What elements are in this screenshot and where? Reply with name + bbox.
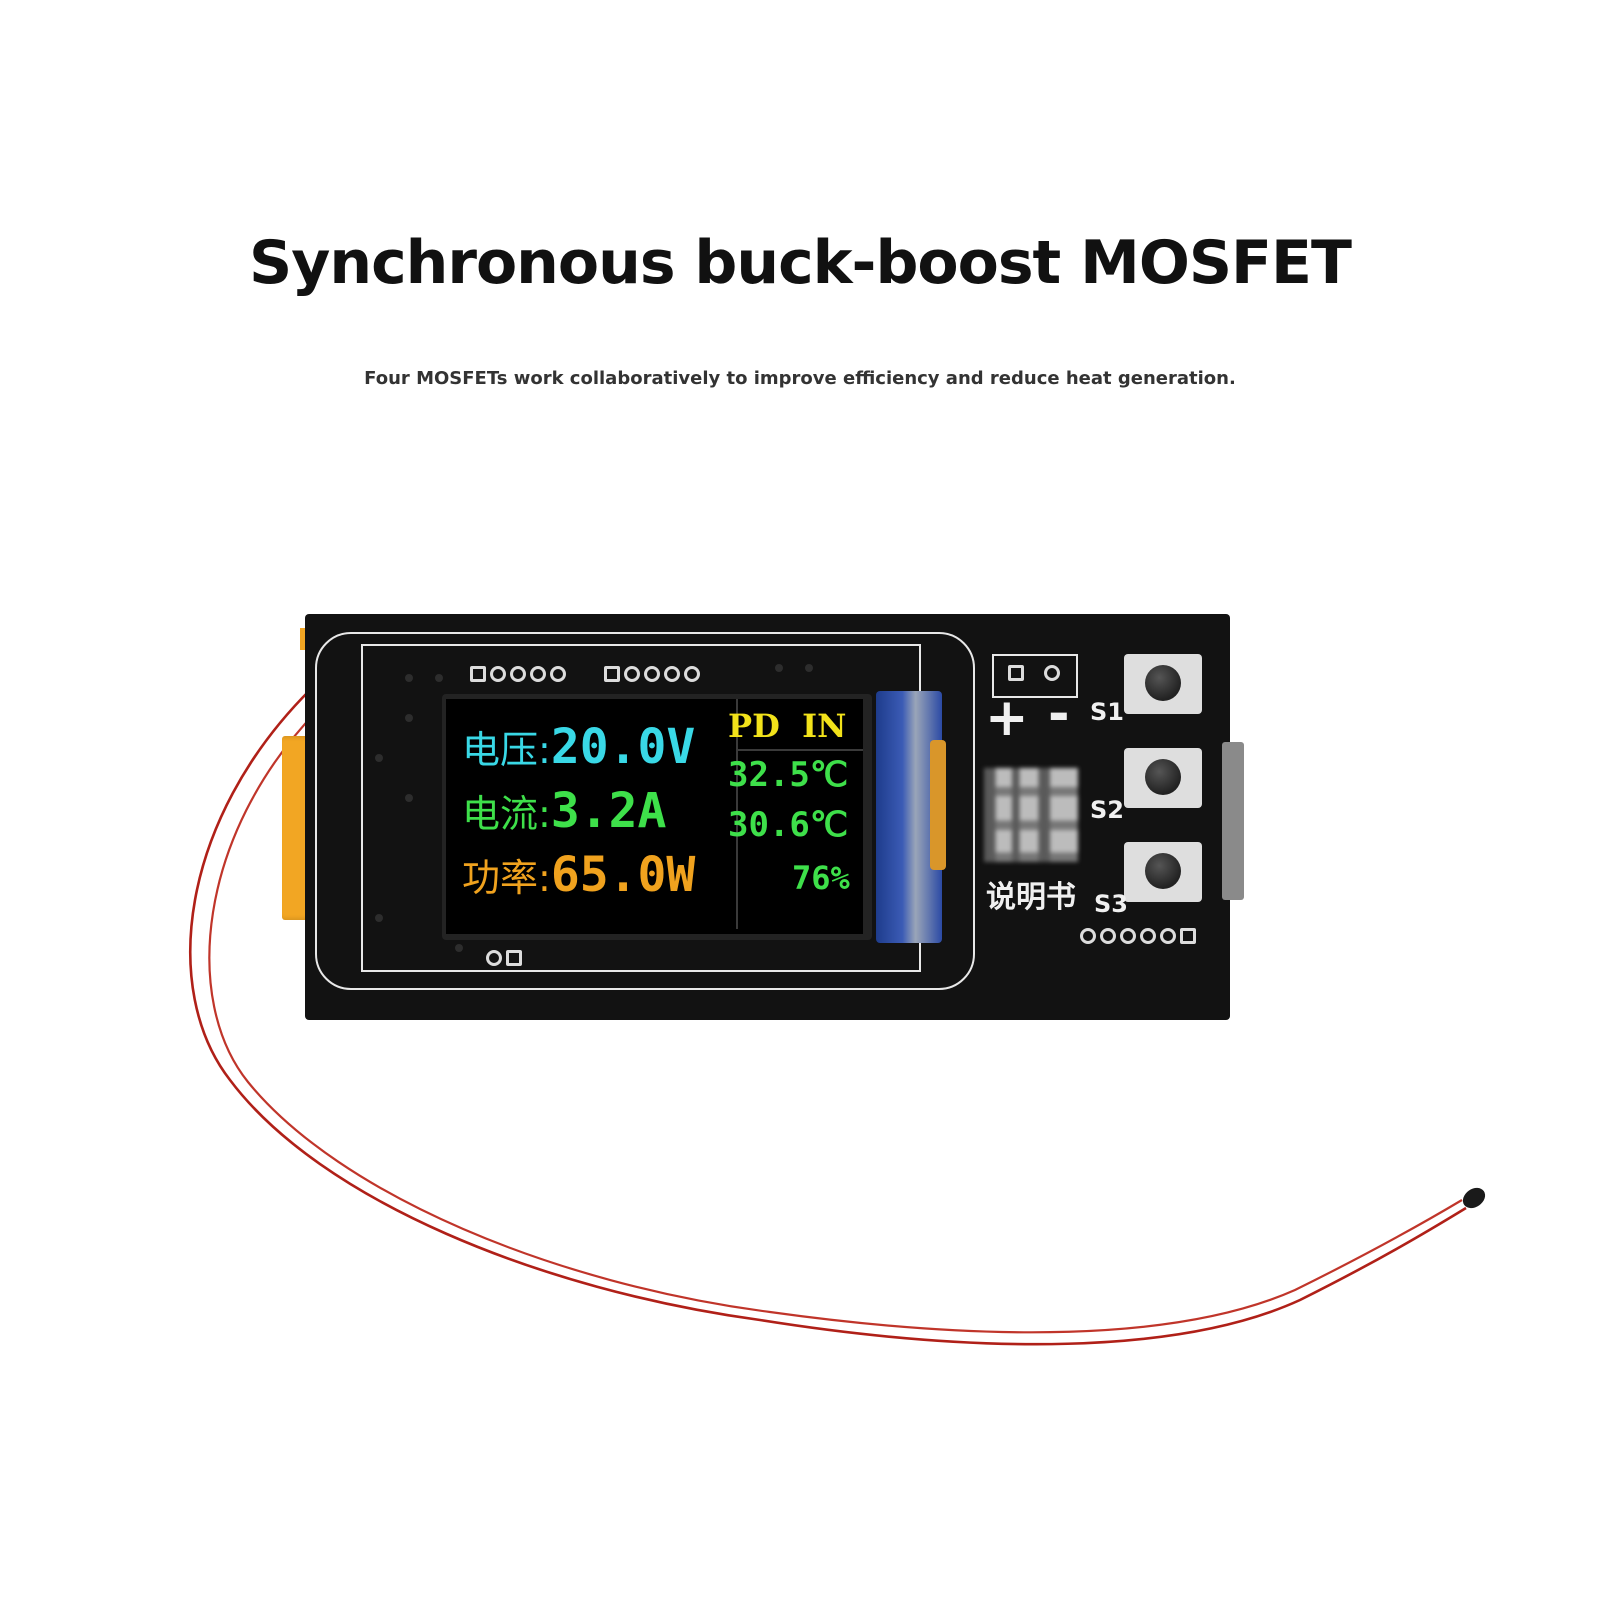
lcd-divider-vertical xyxy=(736,699,738,929)
minus-label: - xyxy=(1048,684,1070,744)
header-pins-left xyxy=(470,666,566,682)
voltage-label: 电压: xyxy=(462,728,551,772)
plus-label: + xyxy=(985,688,1029,748)
header-pins-side xyxy=(1080,928,1196,944)
current-label: 电流: xyxy=(462,792,551,836)
efficiency-percent: 76% xyxy=(792,859,850,897)
button-s3-label: S3 xyxy=(1094,890,1128,918)
manual-label: 说明书 xyxy=(986,880,1076,915)
temperature-1: 32.5℃ xyxy=(728,755,849,795)
button-s2-label: S2 xyxy=(1090,796,1124,824)
button-s1-label: S1 xyxy=(1090,698,1124,726)
current-value: 3.2A xyxy=(550,783,667,839)
lcd-divider-horizontal xyxy=(736,749,863,751)
thermistor-bead xyxy=(1462,1187,1486,1209)
temperature-2: 30.6℃ xyxy=(728,805,849,845)
power-value: 65.0W xyxy=(550,847,696,903)
button-s2[interactable] xyxy=(1124,748,1202,808)
silk-outline-outer xyxy=(315,632,975,990)
subheadline: Four MOSFETs work collaboratively to imp… xyxy=(364,368,1236,389)
button-s1[interactable] xyxy=(1124,654,1202,714)
button-s3-cap[interactable] xyxy=(1145,853,1181,889)
qr-code-icon xyxy=(984,768,1078,862)
usb-connector xyxy=(1222,742,1244,900)
header-pins-bottom xyxy=(486,950,522,966)
flex-tab xyxy=(930,740,946,870)
power-label: 功率: xyxy=(462,856,551,900)
button-s3[interactable] xyxy=(1124,842,1202,902)
voltage-value: 20.0V xyxy=(550,719,696,775)
voltage-row: 电压:20.0V xyxy=(462,719,695,775)
headline: Synchronous buck-boost MOSFET xyxy=(249,228,1352,298)
lcd-screen: 电压:20.0V 电流:3.2A 功率:65.0W PD IN 32.5℃ 30… xyxy=(446,699,863,934)
current-row: 电流:3.2A xyxy=(462,783,666,839)
button-s2-cap[interactable] xyxy=(1145,759,1181,795)
header-pins-right xyxy=(604,666,700,682)
mode-label: PD IN xyxy=(728,707,847,745)
power-terminal-outline xyxy=(992,654,1078,698)
power-row: 功率:65.0W xyxy=(462,847,695,903)
button-s1-cap[interactable] xyxy=(1145,665,1181,701)
